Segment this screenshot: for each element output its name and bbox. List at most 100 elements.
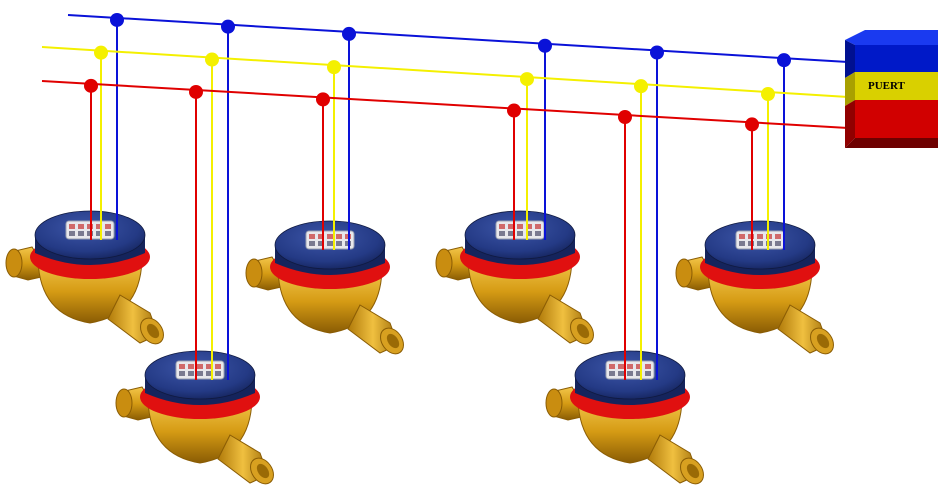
meter-digit xyxy=(206,371,212,376)
meter-digit xyxy=(618,364,624,369)
meter-digit xyxy=(327,234,333,239)
red-junction-dot xyxy=(507,103,521,118)
meters-layer xyxy=(5,210,834,485)
red-junction-dot xyxy=(618,109,632,124)
meter-outlet-hole xyxy=(146,323,160,339)
meter-outlet-hole xyxy=(386,333,400,349)
meter-inlet-end xyxy=(435,248,453,278)
meter-digit xyxy=(609,371,615,376)
meter-display xyxy=(735,230,785,250)
meter-digit xyxy=(105,231,111,236)
meter-inlet-end xyxy=(675,258,693,288)
meter-inlet-end xyxy=(245,258,263,288)
meter-digit xyxy=(179,364,185,369)
yellow-junction-dot xyxy=(520,72,534,87)
water-meter xyxy=(545,350,704,485)
meter-digit xyxy=(197,364,203,369)
yellow-junction-dot xyxy=(634,79,648,94)
water-meter xyxy=(435,210,594,345)
meter-digit xyxy=(78,224,84,229)
blue-junction-dot xyxy=(777,53,791,68)
meter-outlet-hole xyxy=(816,333,830,349)
meter-digit xyxy=(535,224,541,229)
water-meter xyxy=(675,220,834,355)
meter-digit xyxy=(535,231,541,236)
meter-outlet-hole xyxy=(576,323,590,339)
meter-digit xyxy=(645,364,651,369)
meter-digit xyxy=(636,371,642,376)
red-junction-dot xyxy=(84,78,98,93)
meter-digit xyxy=(105,224,111,229)
meter-digit xyxy=(618,371,624,376)
yellow-junction-dot xyxy=(327,60,341,75)
meter-digit xyxy=(69,231,75,236)
port-block: PUERT xyxy=(845,30,938,148)
meter-display xyxy=(605,360,655,380)
yellow-bus-line xyxy=(41,46,849,98)
meter-digit xyxy=(526,231,532,236)
red-junction-dot xyxy=(189,84,203,99)
meter-digit xyxy=(206,364,212,369)
port-blue-front xyxy=(855,45,938,72)
meter-digit xyxy=(96,231,102,236)
port-red-front xyxy=(855,100,938,138)
port-yellow-front xyxy=(855,72,938,100)
blue-junction-dot xyxy=(650,45,664,60)
meter-digit xyxy=(609,364,615,369)
water-meter xyxy=(245,220,404,355)
meter-digit xyxy=(499,224,505,229)
meter-inlet-end xyxy=(5,248,23,278)
meter-digit xyxy=(499,231,505,236)
meter-digit xyxy=(179,371,185,376)
meter-outlet-hole xyxy=(256,463,270,479)
meter-digit xyxy=(309,234,315,239)
port-label: PUERT xyxy=(868,80,906,92)
meter-digit xyxy=(188,371,194,376)
wires-layer xyxy=(41,12,849,380)
port-blue-side xyxy=(845,40,855,78)
meter-digit xyxy=(508,231,514,236)
meter-digit xyxy=(336,241,342,246)
blue-bus-line xyxy=(67,14,849,63)
meter-digit xyxy=(526,224,532,229)
meter-digit xyxy=(517,224,523,229)
meter-digit xyxy=(215,364,221,369)
meter-digit xyxy=(336,234,342,239)
meter-digit xyxy=(78,231,84,236)
blue-junction-dot xyxy=(110,12,124,27)
meter-inlet-end xyxy=(545,388,563,418)
port-yellow-side xyxy=(845,72,855,106)
port-blue-top xyxy=(845,30,938,45)
meter-digit xyxy=(775,234,781,239)
red-junction-dot xyxy=(316,92,330,107)
meter-inlet-end xyxy=(115,388,133,418)
meter-display xyxy=(495,220,545,240)
meter-digit xyxy=(96,224,102,229)
meter-digit xyxy=(775,241,781,246)
yellow-junction-dot xyxy=(205,52,219,67)
meter-digit xyxy=(517,231,523,236)
meter-digit xyxy=(318,241,324,246)
meter-digit xyxy=(69,224,75,229)
yellow-junction-dot xyxy=(94,45,108,60)
meter-digit xyxy=(327,241,333,246)
water-meter xyxy=(115,350,274,485)
meter-digit xyxy=(627,364,633,369)
port-red-bottom xyxy=(845,138,938,148)
blue-junction-dot xyxy=(221,19,235,34)
port-red-side xyxy=(845,100,855,148)
meter-digit xyxy=(309,241,315,246)
meter-digit xyxy=(645,371,651,376)
blue-junction-dot xyxy=(538,38,552,53)
water-meter xyxy=(5,210,164,345)
meter-outlet-hole xyxy=(686,463,700,479)
red-bus-line xyxy=(41,80,849,129)
yellow-junction-dot xyxy=(761,87,775,102)
meter-digit xyxy=(757,241,763,246)
red-junction-dot xyxy=(745,117,759,132)
blue-junction-dot xyxy=(342,26,356,41)
meter-digit xyxy=(215,371,221,376)
meter-digit xyxy=(318,234,324,239)
meter-digit xyxy=(757,234,763,239)
